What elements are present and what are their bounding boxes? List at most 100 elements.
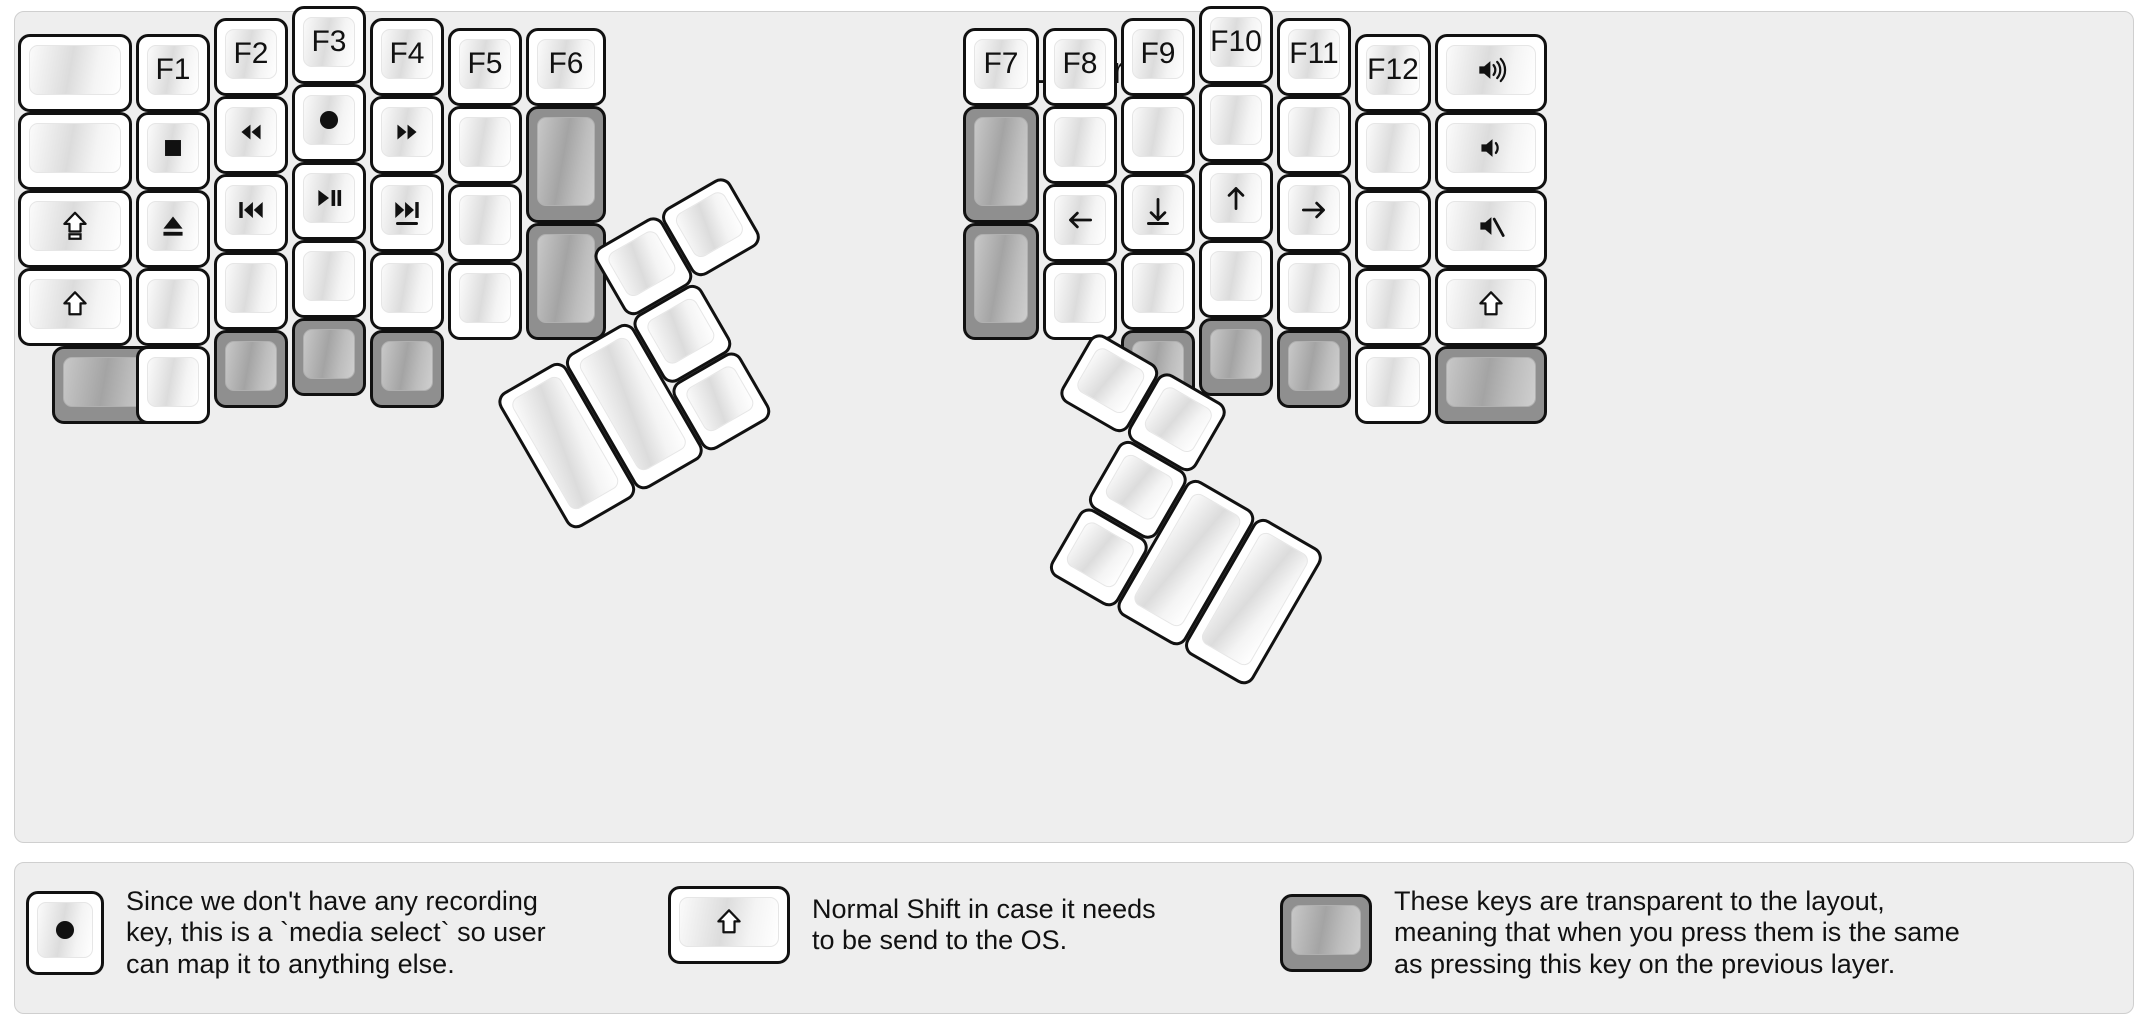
key-blank[interactable] [214, 252, 288, 330]
key-f3[interactable]: F3 [292, 6, 366, 84]
key-f10[interactable]: F10 [1199, 6, 1273, 84]
keycap-surface [1446, 201, 1536, 251]
keycap-surface [1132, 263, 1184, 313]
keycap-surface [1446, 45, 1536, 95]
key-arrow-right[interactable] [1277, 174, 1351, 252]
key-volume-up[interactable] [1435, 34, 1547, 112]
key-blank[interactable] [1355, 190, 1431, 268]
key-blank[interactable] [1355, 346, 1431, 424]
key-volume-down[interactable] [1435, 112, 1547, 190]
keycap-surface [1288, 185, 1340, 235]
keycap-surface [29, 45, 121, 95]
key-f5[interactable]: F5 [448, 28, 522, 106]
keycap-surface [974, 234, 1028, 323]
key-blank[interactable] [1043, 106, 1117, 184]
key-blank[interactable] [1121, 96, 1195, 174]
transparent-key[interactable] [1277, 330, 1351, 408]
key-f2[interactable]: F2 [214, 18, 288, 96]
key-rewind[interactable] [214, 96, 288, 174]
key-shift[interactable] [18, 268, 132, 346]
keycap-surface [303, 173, 355, 223]
key-label: F4 [389, 37, 425, 70]
key-f1[interactable]: F1 [136, 34, 210, 112]
keycap-surface: F12 [1366, 45, 1420, 95]
keycap-surface [1446, 279, 1536, 329]
transparent-key[interactable] [292, 318, 366, 396]
keycap-surface [1210, 95, 1262, 145]
keycap-surface [147, 357, 199, 407]
key-blank[interactable] [136, 346, 210, 424]
key-blank[interactable] [1355, 268, 1431, 346]
key-blank[interactable] [370, 252, 444, 330]
arrow-down-icon [1141, 193, 1175, 227]
key-shift[interactable] [1435, 268, 1547, 346]
key-volume-mute[interactable] [1435, 190, 1547, 268]
keycap-surface [1132, 107, 1184, 157]
key-blank[interactable] [1199, 240, 1273, 318]
key-label: F9 [1140, 37, 1176, 70]
key-eject[interactable] [136, 190, 210, 268]
key-record[interactable] [292, 84, 366, 162]
key-blank[interactable] [18, 34, 132, 112]
key-f8[interactable]: F8 [1043, 28, 1117, 106]
shift-icon [58, 287, 92, 321]
keycap-surface [1366, 123, 1420, 173]
transparent-key[interactable] [526, 106, 606, 223]
shift-icon [712, 905, 746, 939]
key-stop[interactable] [136, 112, 210, 190]
key-f12[interactable]: F12 [1355, 34, 1431, 112]
arrow-left-icon [1063, 203, 1097, 237]
key-blank[interactable] [1355, 112, 1431, 190]
transparent-key[interactable] [1435, 346, 1547, 424]
keycap-surface: F8 [1054, 39, 1106, 89]
key-next-track[interactable] [370, 174, 444, 252]
transparent-key[interactable] [370, 330, 444, 408]
key-prev-track[interactable] [214, 174, 288, 252]
key-arrow-left[interactable] [1043, 184, 1117, 262]
transparent-key[interactable] [1199, 318, 1273, 396]
caps-lock-icon [58, 209, 92, 243]
keycap-surface [459, 273, 511, 323]
key-blank[interactable] [292, 240, 366, 318]
key-arrow-down[interactable] [1121, 174, 1195, 252]
keycap-surface [1074, 345, 1148, 417]
transparent-key[interactable] [963, 106, 1039, 223]
key-f9[interactable]: F9 [1121, 18, 1195, 96]
keycap-surface [147, 279, 199, 329]
transparent-key[interactable] [526, 223, 606, 340]
keycap-surface [303, 251, 355, 301]
key-label: F7 [983, 47, 1019, 80]
key-blank[interactable] [448, 262, 522, 340]
key-fast-forward[interactable] [370, 96, 444, 174]
key-f11[interactable]: F11 [1277, 18, 1351, 96]
key-blank[interactable] [1277, 96, 1351, 174]
key-f6[interactable]: F6 [526, 28, 606, 106]
keycap-surface [1210, 173, 1262, 223]
legend-panel [14, 862, 2134, 1014]
key-blank[interactable] [448, 184, 522, 262]
key-blank[interactable] [18, 112, 132, 190]
key-f4[interactable]: F4 [370, 18, 444, 96]
key-f7[interactable]: F7 [963, 28, 1039, 106]
key-arrow-up[interactable] [1199, 162, 1273, 240]
keycap-surface: F3 [303, 17, 355, 67]
keycap-surface [1210, 251, 1262, 301]
key-play-pause[interactable] [292, 162, 366, 240]
key-blank[interactable] [1121, 252, 1195, 330]
transparent-key[interactable] [214, 330, 288, 408]
key-blank[interactable] [136, 268, 210, 346]
keycap-surface [381, 107, 433, 157]
keycap-surface: F1 [147, 45, 199, 95]
keycap-surface [225, 341, 277, 391]
key-blank[interactable] [1043, 262, 1117, 340]
keycap-surface [1288, 107, 1340, 157]
keycap-surface [29, 123, 121, 173]
keycap-surface [1288, 341, 1340, 391]
keycap-surface [1291, 904, 1361, 955]
transparent-key[interactable] [963, 223, 1039, 340]
key-blank[interactable] [1199, 84, 1273, 162]
key-blank[interactable] [1277, 252, 1351, 330]
key-blank[interactable] [448, 106, 522, 184]
legend-shift-key-swatch [668, 886, 790, 964]
key-caps-lock[interactable] [18, 190, 132, 268]
